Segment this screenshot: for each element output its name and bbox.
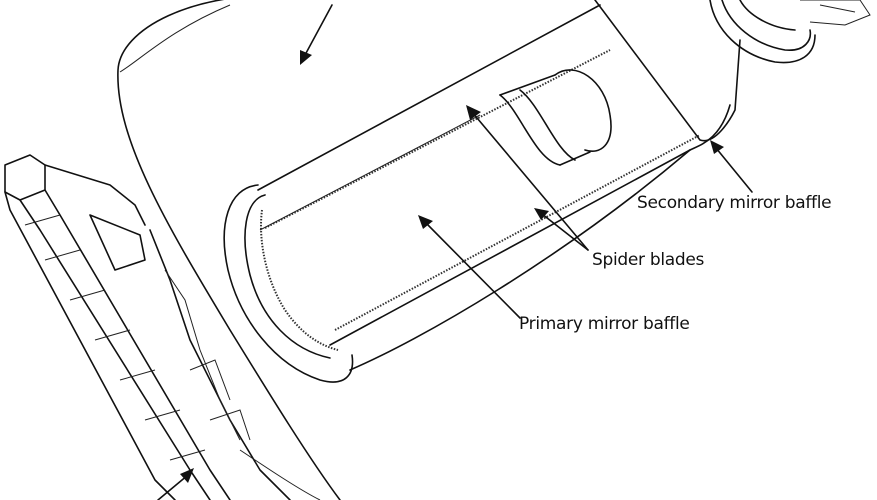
label-secondary-mirror-baffle: Secondary mirror baffle (637, 193, 832, 213)
top-end-assembly (709, 0, 871, 64)
secondary-baffle (499, 0, 741, 166)
mounting-frame (4, 154, 321, 500)
label-arrows (157, 4, 753, 500)
primary-baffle-tube (223, 4, 701, 383)
label-spider-blades: Spider blades (592, 250, 705, 270)
arrow-head-top (300, 50, 312, 65)
disk-shade (117, 0, 341, 500)
label-primary-mirror-baffle: Primary mirror baffle (519, 314, 690, 334)
